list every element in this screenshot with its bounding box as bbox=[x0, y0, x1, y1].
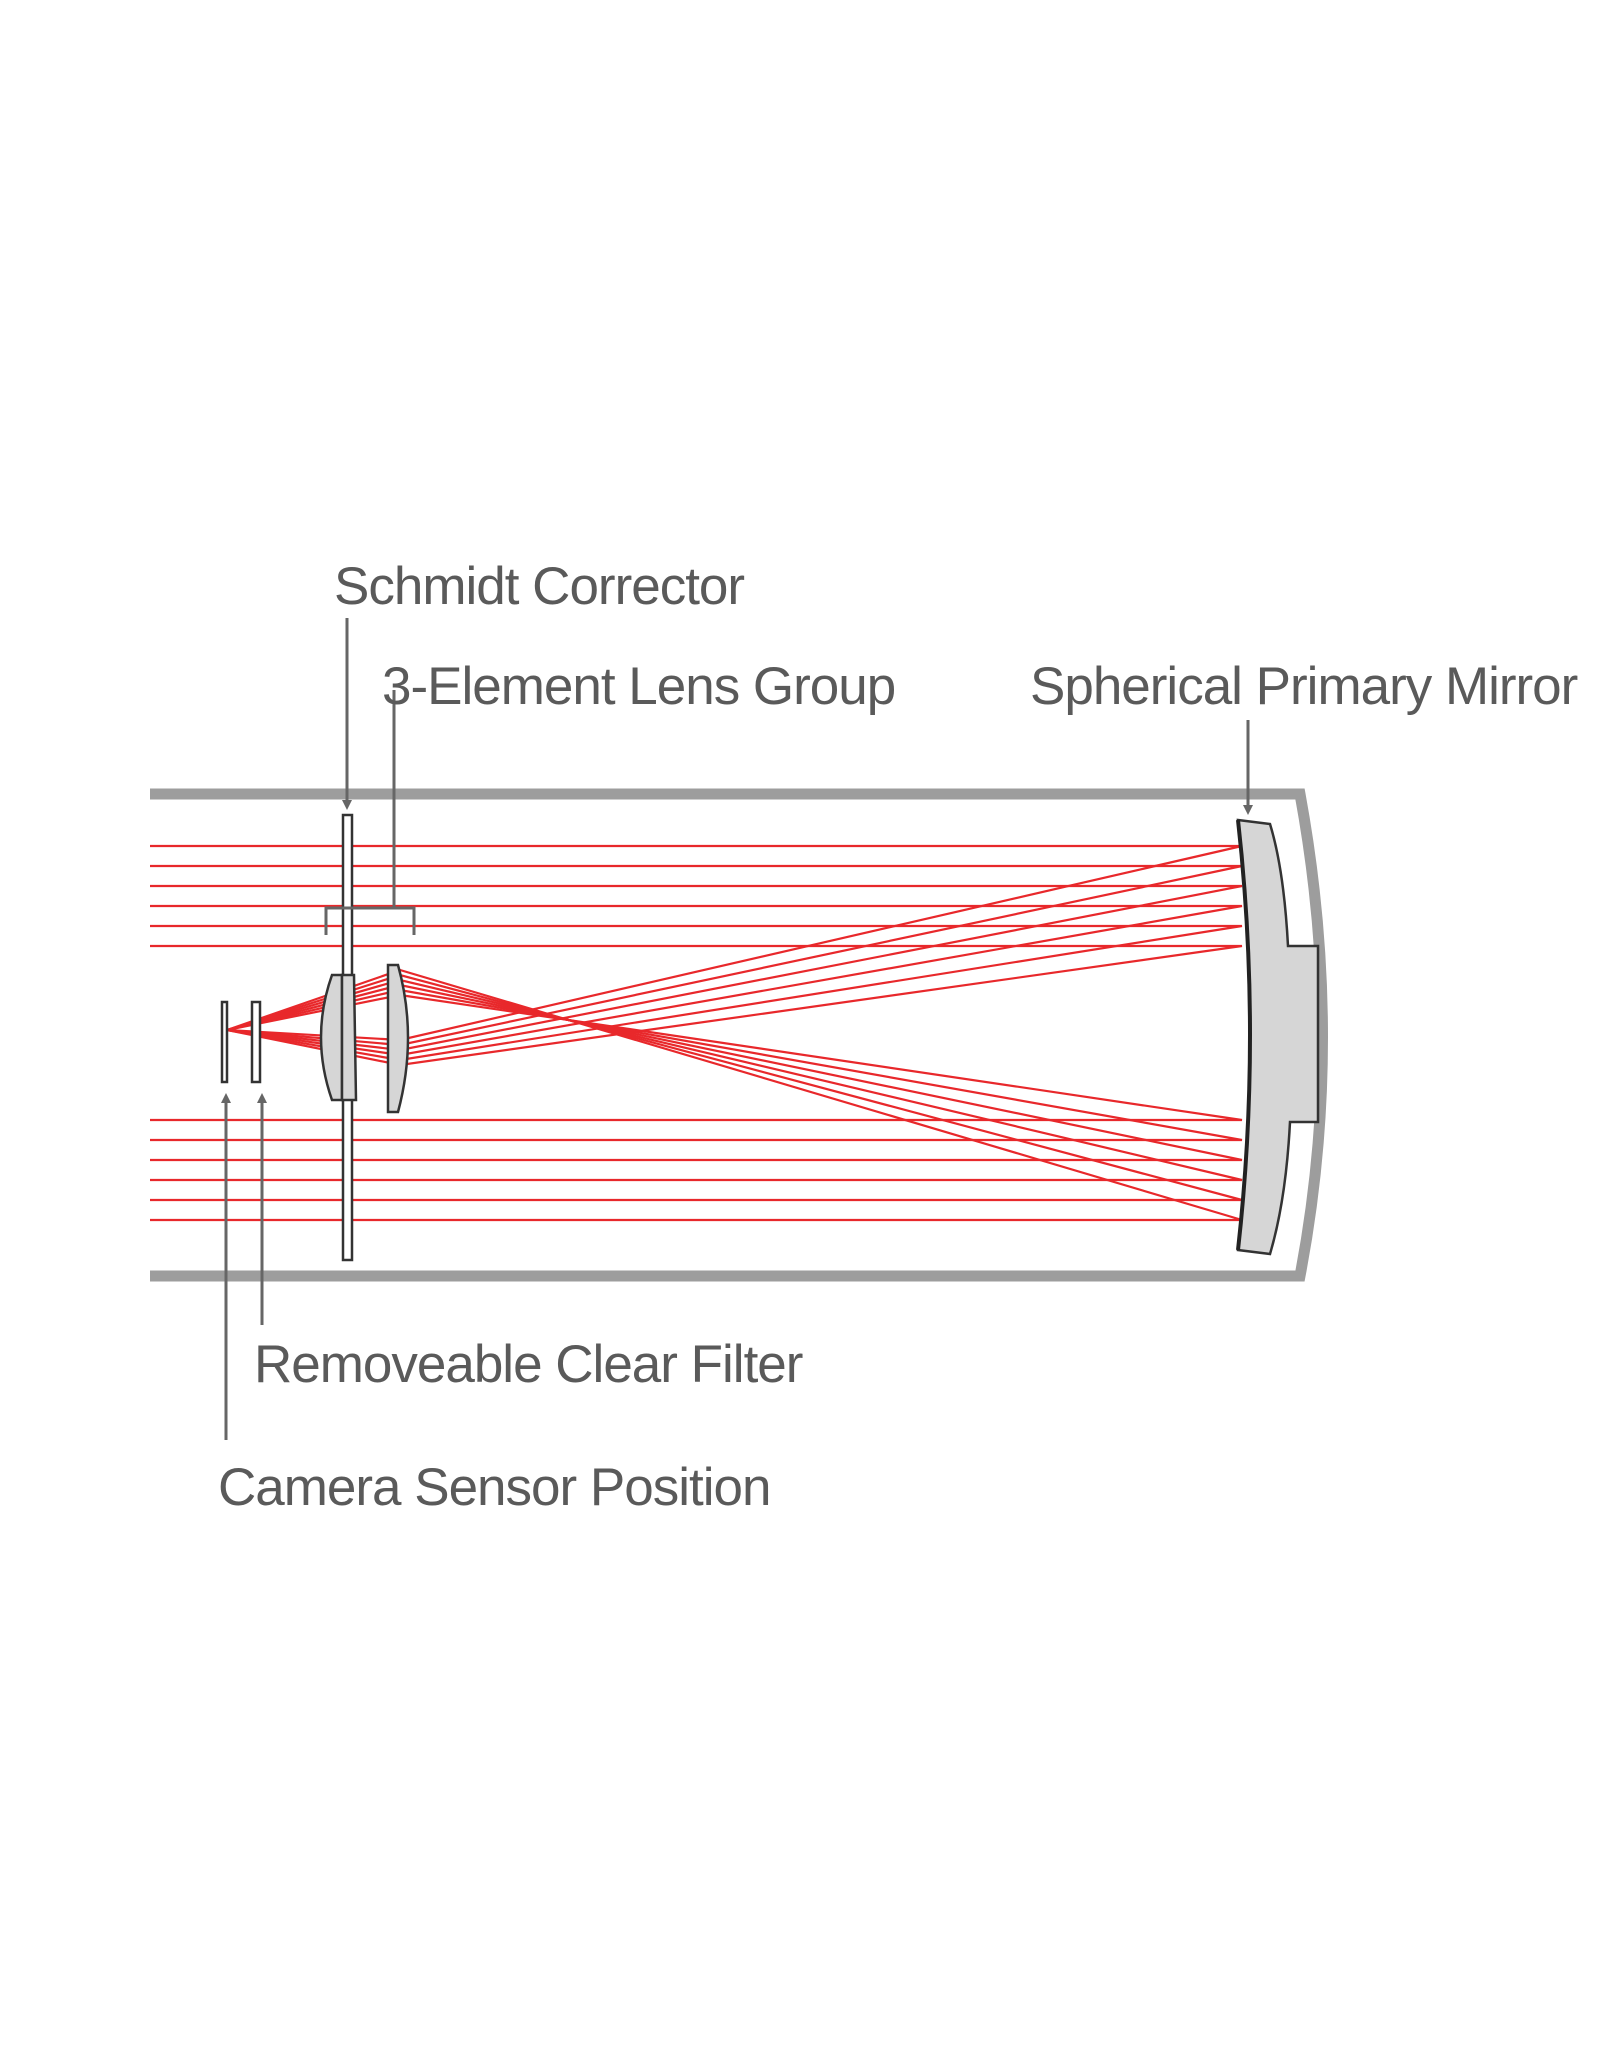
schmidt-corrector-label: Schmidt Corrector bbox=[334, 557, 744, 616]
lens-group-label: 3-Element Lens Group bbox=[382, 657, 895, 716]
ray-bottom-11 bbox=[150, 973, 1243, 1202]
ray-top-1 bbox=[150, 844, 1243, 1042]
ray-top-4 bbox=[150, 904, 1243, 1057]
ray-bottom-9 bbox=[150, 983, 1243, 1162]
lens-element-1 bbox=[319, 973, 344, 1102]
ray-top-5 bbox=[150, 924, 1243, 1062]
ray-bottom-12 bbox=[150, 968, 1243, 1222]
lens-element-3 bbox=[386, 963, 410, 1114]
ray-bottom-8 bbox=[150, 988, 1243, 1142]
ray-top-3 bbox=[150, 884, 1243, 1052]
camera-sensor bbox=[220, 1000, 229, 1084]
ray-bottom-10 bbox=[150, 978, 1243, 1182]
light-rays bbox=[150, 844, 1243, 1222]
telescope-tube bbox=[150, 788, 1328, 1282]
ray-top-6 bbox=[150, 944, 1243, 1067]
clear-filter-label: Removeable Clear Filter bbox=[254, 1335, 803, 1394]
ray-bottom-7 bbox=[150, 993, 1243, 1122]
mirror-reflective-surface bbox=[1236, 819, 1252, 1251]
lens-group-bracket bbox=[324, 690, 416, 935]
ray-top-2 bbox=[150, 864, 1243, 1047]
clear-filter bbox=[250, 1000, 262, 1084]
sensor-position-label: Camera Sensor Position bbox=[218, 1458, 770, 1517]
lens-element-2 bbox=[340, 973, 358, 1102]
primary-mirror-label: Spherical Primary Mirror bbox=[1030, 657, 1578, 716]
